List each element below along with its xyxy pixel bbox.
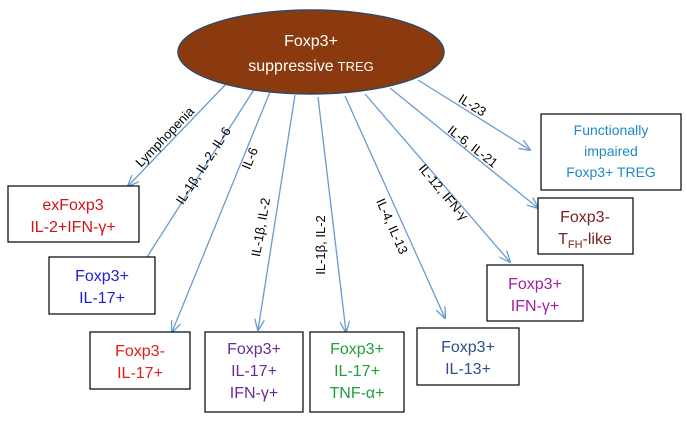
label-il12-ifng: IL-12, IFN-γ: [416, 161, 472, 224]
outcome-impaired-line2: impaired: [584, 143, 638, 159]
arrow-il6-il21: [389, 87, 538, 208]
label-il1b-il2-b: IL-1β, IL-2: [313, 215, 328, 275]
arrow-label-group: Lymphopenia IL-1β, IL-2, IL-6 IL-6 IL-1β…: [132, 91, 500, 275]
outcome-exfoxp3: exFoxp3 IL-2+IFN-γ+: [7, 185, 140, 243]
outcome-exfoxp3-line1: exFoxp3: [42, 197, 103, 214]
outcome-impaired-line3: Foxp3+ TREG: [566, 164, 656, 180]
outcome-group: exFoxp3 IL-2+IFN-γ+ Foxp3+ IL-17+ Foxp3-…: [7, 113, 682, 413]
outcome-foxp3-ifng-line1: Foxp3+: [508, 276, 562, 293]
label-lymphopenia: Lymphopenia: [132, 103, 197, 170]
outcome-foxp3-ifng: Foxp3+ IFN-γ+: [486, 264, 584, 322]
arrow-il4-il13: [344, 95, 445, 318]
arrow-il1b-il2-a: [258, 94, 296, 330]
arrow-il1b-il2-b: [317, 96, 346, 332]
outcome-tfh-like-line2: TFH-like: [558, 231, 612, 251]
outcome-foxp3-il17-tnfa: Foxp3+ IL-17+ TNF-α+: [309, 331, 405, 413]
outcome-foxp3-il13-line1: Foxp3+: [441, 339, 495, 356]
outcome-impaired-line1: Functionally: [574, 122, 649, 138]
arrow-il12-ifng: [364, 93, 510, 262]
arrow-il1b-il2-il6: [140, 87, 256, 268]
center-title: Foxp3+: [284, 33, 338, 50]
outcome-foxp3neg-il17-line2: IL-17+: [117, 365, 163, 382]
outcome-foxp3-il13: Foxp3+ IL-13+: [416, 327, 520, 386]
label-il23: IL-23: [456, 91, 489, 119]
label-il6-il21: IL-6, IL-21: [445, 122, 501, 170]
label-il1b-il2-a: IL-1β, IL-2: [248, 197, 273, 258]
label-il1b-il2-il6: IL-1β, IL-2, IL-6: [173, 124, 234, 207]
outcome-foxp3-il17-ifng: Foxp3+ IL-17+ IFN-γ+: [204, 331, 304, 413]
center-ellipse: [177, 9, 445, 95]
outcome-foxp3-il17-tnfa-line1: Foxp3+: [330, 341, 384, 358]
outcome-foxp3-ifng-line2: IFN-γ+: [511, 298, 559, 315]
label-il6: IL-6: [239, 145, 261, 171]
arrow-group: [128, 79, 538, 332]
outcome-foxp3-il17-blue-line1: Foxp3+: [75, 268, 129, 285]
outcome-impaired: Functionally impaired Foxp3+ TREG: [540, 113, 682, 191]
arrow-il6: [172, 91, 271, 332]
outcome-exfoxp3-line2: IL-2+IFN-γ+: [30, 219, 115, 236]
outcome-tfh-like: Foxp3- TFH-like: [537, 197, 634, 255]
outcome-foxp3-il17-ifng-line2: IL-17+: [231, 363, 277, 380]
outcome-foxp3neg-il17: Foxp3- IL-17+: [89, 331, 191, 390]
outcome-foxp3-il13-line2: IL-13+: [445, 361, 491, 378]
outcome-foxp3-il17-tnfa-line2: IL-17+: [334, 363, 380, 380]
arrow-il23: [417, 79, 530, 150]
outcome-foxp3neg-il17-line1: Foxp3-: [115, 343, 165, 360]
outcome-foxp3-il17-blue-line2: IL-17+: [79, 290, 125, 307]
outcome-foxp3-il17-tnfa-line3: TNF-α+: [329, 385, 384, 402]
label-il4-il13: IL-4, IL-13: [373, 196, 411, 256]
arrow-lymphopenia: [128, 81, 229, 186]
outcome-tfh-like-line1: Foxp3-: [560, 209, 610, 226]
outcome-foxp3-il17-ifng-line1: Foxp3+: [227, 341, 281, 358]
outcome-foxp3-il17-ifng-line3: IFN-γ+: [230, 385, 278, 402]
outcome-foxp3-il17-blue: Foxp3+ IL-17+: [48, 256, 156, 315]
